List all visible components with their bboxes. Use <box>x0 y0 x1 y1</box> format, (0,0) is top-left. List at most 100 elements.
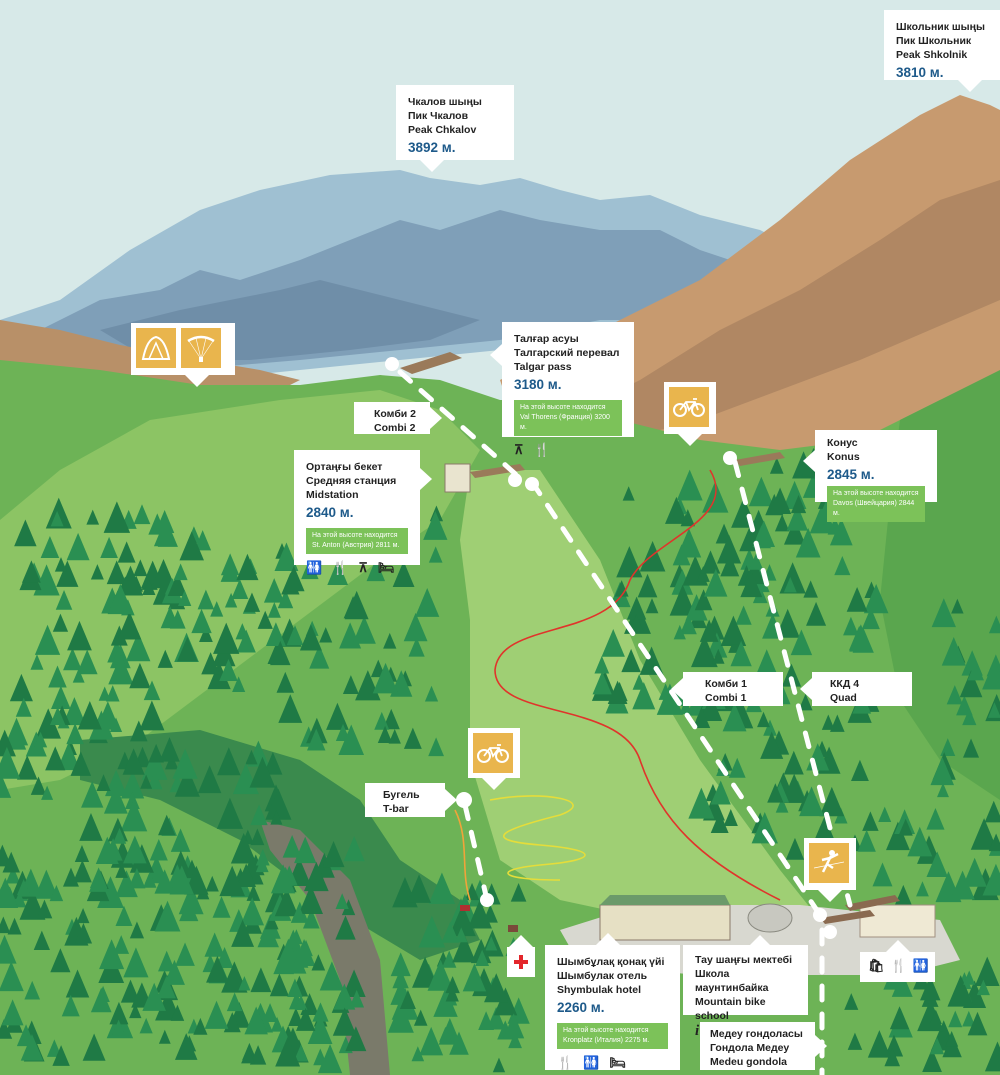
lift-label-combi1[interactable]: Комби 1 Combi 1 <box>683 672 783 706</box>
tree <box>49 885 64 902</box>
tree <box>867 1030 891 1058</box>
peak-name-ru: Пик Школьник <box>896 35 972 47</box>
tree <box>967 660 984 681</box>
tree <box>16 755 38 780</box>
gondola-name-kz: Медеу гондоласы <box>710 1028 803 1040</box>
tree <box>66 532 90 561</box>
tree <box>478 1011 494 1030</box>
station-altitude: 3180 м. <box>514 377 562 392</box>
lift-line-combi2 <box>397 369 523 481</box>
tree <box>50 948 71 973</box>
tree <box>170 1004 185 1021</box>
tree <box>113 935 130 954</box>
midstation-building <box>444 463 471 493</box>
tree <box>95 701 120 730</box>
comparison-caption: На этой высоте находится <box>833 490 919 497</box>
activities-tent-paragliding[interactable] <box>131 323 235 375</box>
station-name-en: Talgar pass <box>514 361 572 373</box>
tree <box>748 476 774 507</box>
tree <box>752 520 775 547</box>
tree <box>0 746 21 779</box>
peak-shkolnik-callout[interactable]: Школьник шыңы Пик Школьник Peak Shkolnik… <box>884 10 1000 80</box>
tree <box>40 535 60 559</box>
tree <box>76 907 90 924</box>
first-aid-station[interactable] <box>507 947 535 977</box>
tree <box>951 598 964 614</box>
tree <box>231 919 255 947</box>
tree <box>962 708 977 726</box>
tree <box>775 608 800 638</box>
tree <box>413 1009 428 1026</box>
tree <box>885 821 910 851</box>
tree <box>872 862 893 887</box>
station-hotel-callout[interactable]: Шымбұлақ қонақ үйі Шымбулак отель Shymbu… <box>545 945 680 1070</box>
restrooms-icon: 🚻 <box>306 560 323 575</box>
lift-platform <box>820 910 875 924</box>
comparison-resort: Kronplatz (Италия) 2275 м. <box>563 1037 650 1044</box>
tree <box>433 987 458 1017</box>
tree <box>783 518 806 545</box>
tree <box>392 968 409 989</box>
mountain-bike-school-callout[interactable]: Тау шаңғы мектебі Школа маунтинбайка Mou… <box>683 945 808 1039</box>
lift-label-quad4[interactable]: ККД 4 Quad <box>812 672 912 706</box>
bike-trail-yellow <box>489 795 586 881</box>
callout-pointer <box>596 933 620 945</box>
tree <box>14 519 37 547</box>
lift-label-tbar[interactable]: Бугель T-bar <box>365 783 445 817</box>
paragliding-icon <box>181 328 221 368</box>
tree <box>383 632 397 649</box>
tree <box>117 565 144 596</box>
activity-bike-lower[interactable] <box>468 728 520 778</box>
tree <box>79 812 103 841</box>
station-dot <box>525 477 539 491</box>
tree <box>96 774 111 792</box>
callout-pointer <box>671 678 683 700</box>
tree <box>889 1006 910 1030</box>
bike-trail-red <box>494 469 781 901</box>
tree <box>100 536 118 558</box>
tree <box>67 620 92 651</box>
station-name-en: Midstation <box>306 489 359 501</box>
tree <box>257 610 273 629</box>
tree <box>798 693 813 711</box>
base-amenities-callout[interactable]: 🛍 🍴 🚻 <box>860 952 935 982</box>
tree <box>263 578 285 603</box>
tree <box>508 1031 522 1049</box>
tree <box>415 588 440 617</box>
lift-name-en: Combi 1 <box>705 692 747 704</box>
shop-bag-icon: 🛍 <box>868 958 885 973</box>
tree <box>884 1034 904 1057</box>
station-altitude: 2845 м. <box>827 467 875 482</box>
valley-road <box>260 820 390 1075</box>
tree <box>452 934 477 963</box>
tree <box>1 999 24 1026</box>
tree <box>846 587 868 612</box>
comparison-caption: На этой высоте находится <box>520 404 606 411</box>
tree <box>191 608 212 634</box>
lift-label-combi2[interactable]: Комби 2 Combi 2 <box>354 402 430 434</box>
tree <box>169 865 195 895</box>
station-talgar-callout[interactable]: Талғар асуы Талгарский перевал Talgar pa… <box>502 322 634 457</box>
station-dot <box>723 451 737 465</box>
tree <box>5 866 21 884</box>
tree <box>779 562 806 594</box>
tree <box>783 576 797 593</box>
activity-bike-upper[interactable] <box>664 382 716 434</box>
tree <box>141 749 168 780</box>
tree <box>20 1033 44 1061</box>
lift-name-en: Combi 2 <box>374 422 416 434</box>
peak-chkalov-callout[interactable]: Чкалов шыңы Пик Чкалов Peak Chkalov 3892… <box>396 85 514 160</box>
mountain-bike-icon <box>669 387 709 427</box>
tree <box>143 680 161 701</box>
tree <box>213 622 240 654</box>
tree <box>51 685 71 710</box>
tree <box>120 979 141 1003</box>
station-konus-callout[interactable]: Конус Konus 2845 м. На этой высоте наход… <box>815 430 937 522</box>
tree <box>774 514 790 532</box>
callout-pointer <box>482 778 506 790</box>
activity-slackline[interactable] <box>804 838 856 890</box>
lift-label-medeu-gondola[interactable]: Медеу гондоласы Гондола Медеу Medeu gond… <box>700 1022 815 1070</box>
tree <box>326 702 349 730</box>
tree <box>174 1033 198 1060</box>
station-midstation-callout[interactable]: Ортаңғы бекет Средняя станция Midstation… <box>294 450 420 575</box>
